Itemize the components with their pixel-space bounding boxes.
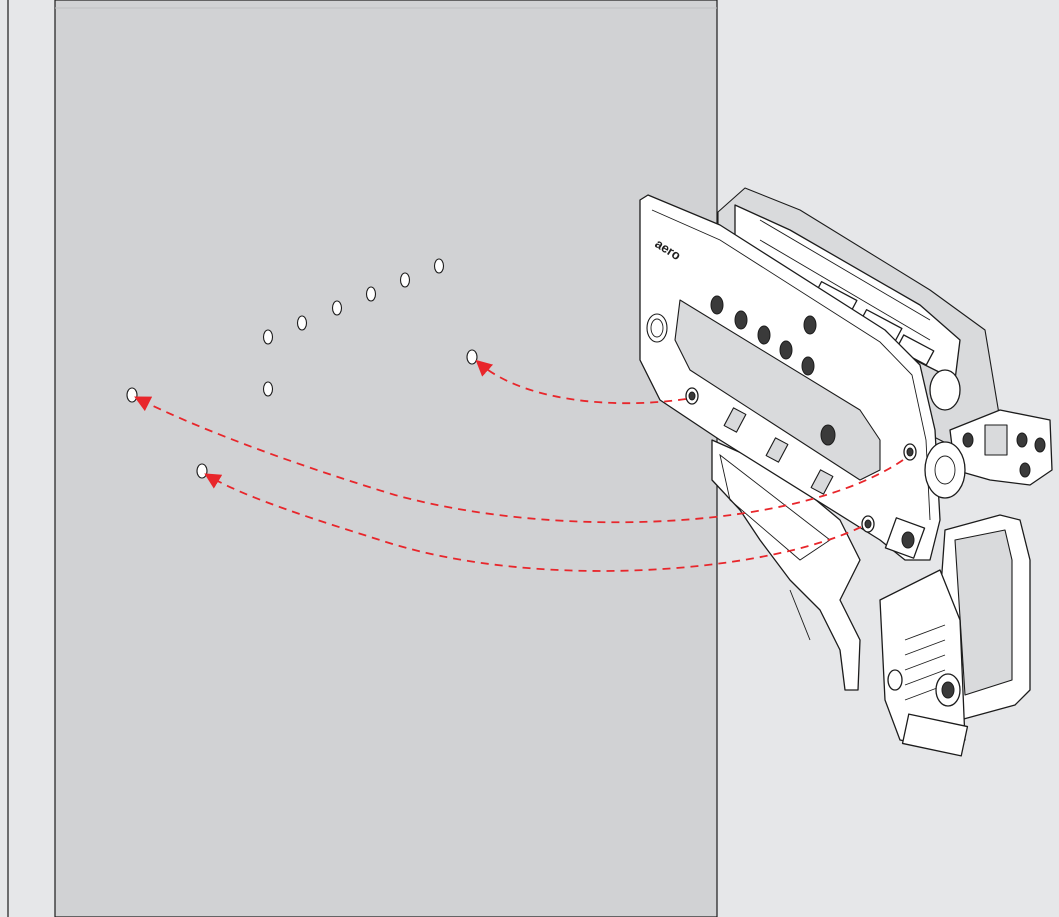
mechanism-ridge-line	[759, 219, 931, 321]
plate-screw-hole	[710, 295, 724, 315]
target-hole-lower	[196, 463, 208, 479]
hinge-block-screw	[901, 531, 915, 549]
plate-slot	[810, 469, 834, 495]
mounting-screw-head	[906, 447, 914, 457]
plate-large-hole	[646, 313, 668, 343]
plate-large-hole-inner	[650, 318, 664, 338]
plate-screw-hole	[779, 340, 793, 360]
lift-mechanism: aero	[639, 187, 1053, 757]
connector-screw	[962, 432, 974, 448]
connector-screw	[1019, 462, 1031, 478]
upper-pivot	[929, 369, 961, 411]
scale-pin	[887, 669, 903, 691]
drill-hole	[262, 329, 274, 345]
mechanism-arm-edge	[789, 589, 811, 641]
drill-hole	[262, 381, 274, 397]
drill-hole	[331, 300, 343, 316]
mechanism-lower-arm	[711, 439, 861, 691]
plate-screw-hole	[820, 424, 836, 446]
arrow-upper-screw-to-hole	[475, 359, 687, 405]
target-hole-middle	[126, 387, 138, 403]
plate-slot	[765, 437, 789, 463]
plate-screw-hole	[803, 315, 817, 335]
connector-screw	[1016, 432, 1028, 448]
arrow-middle-screw-to-hole	[134, 396, 904, 524]
adjustment-scale-line	[904, 639, 946, 656]
plate-screw-hole	[757, 325, 771, 345]
pivot-joint-inner	[934, 455, 956, 485]
mechanism-arm-cutout	[719, 453, 831, 561]
drill-hole	[399, 272, 411, 288]
mounting-plate-inner-edge	[651, 209, 931, 521]
plate-slot	[723, 407, 747, 433]
adjustment-scale-line	[904, 654, 946, 671]
drill-hole	[296, 315, 308, 331]
drill-hole	[365, 286, 377, 302]
drill-holes	[126, 258, 478, 479]
mounting-screw-head	[688, 391, 696, 401]
cover-cap-face	[954, 529, 1013, 696]
adjustment-scale-line	[904, 669, 946, 686]
connector-socket	[984, 424, 1008, 456]
pivot-joint	[924, 441, 966, 499]
target-hole-upper	[466, 349, 478, 365]
connector-screw	[1034, 437, 1046, 453]
mounting-screw-head	[864, 519, 872, 529]
adjustment-screw-head	[941, 681, 955, 699]
plate-screw-hole	[734, 310, 748, 330]
plate-screw-hole	[801, 356, 815, 376]
installation-arrows	[134, 359, 904, 572]
adjustment-scale-line	[904, 624, 946, 641]
arrow-lower-screw-to-hole	[204, 473, 862, 572]
panel-face	[54, 0, 718, 917]
bottom-bracket	[901, 713, 969, 757]
mechanism-ridge-line	[759, 239, 931, 341]
drill-hole	[433, 258, 445, 274]
